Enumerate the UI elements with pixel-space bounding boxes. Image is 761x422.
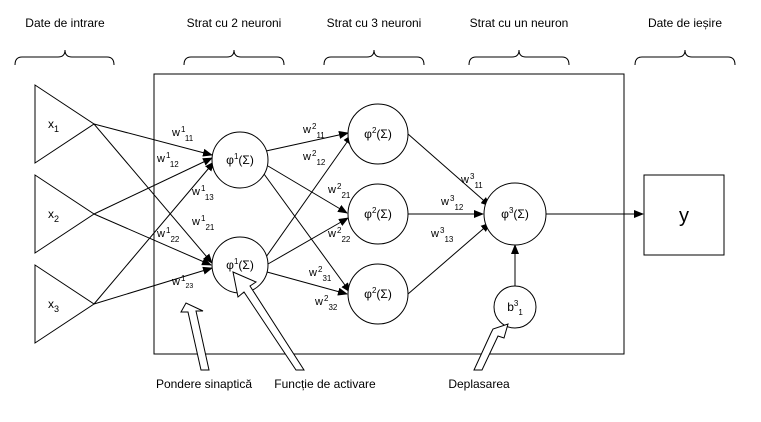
annotation-weight: Pondere sinaptică — [156, 377, 252, 391]
neuron-layer2-2-label: φ2(Σ) — [364, 206, 392, 221]
weight-label-w1-23: 123 — [181, 274, 193, 290]
header-layer-2: Strat cu 3 neuroni — [327, 16, 422, 30]
weight-label-w3-13: 313 — [440, 226, 454, 244]
header-output: Date de ieșire — [648, 16, 722, 30]
edges-layer1-to-layer2 — [263, 131, 353, 296]
edge-n11-n22 — [267, 165, 348, 214]
activation-annotation-arrow — [232, 271, 305, 371]
neuron-layer1-1-label: φ1(Σ) — [226, 152, 254, 167]
edge-x3-n12 — [93, 266, 213, 305]
neuron-layer1-1 — [211, 131, 269, 189]
neuron-layer2-1 — [347, 103, 409, 165]
header-layer-1: Strat cu 2 neuroni — [187, 16, 282, 30]
svg-text:w: w — [430, 228, 439, 240]
input-label-x1: x1 — [48, 117, 59, 134]
edge-n12-n23 — [266, 271, 348, 296]
edge-n23-n31 — [407, 222, 491, 295]
brace-layer-2 — [323, 49, 425, 66]
input-label-x2: x2 — [48, 207, 59, 224]
svg-text:w: w — [191, 216, 200, 228]
weight-label-w1-21: 121 — [201, 214, 215, 232]
svg-text:w: w — [460, 174, 469, 186]
annotation-activation: Funcție de activare — [274, 377, 376, 391]
weight-label-w3-11: 311 — [470, 172, 483, 190]
header-input: Date de intrare — [25, 16, 105, 30]
neuron-layer2-2 — [347, 183, 409, 245]
input-node-x1 — [34, 84, 95, 164]
svg-text:w: w — [302, 124, 311, 136]
input-node-x2 — [34, 174, 95, 254]
annotation-bias: Deplasarea — [448, 377, 510, 391]
edges-input-to-layer1 — [93, 123, 215, 305]
weight-label-w2-11: 211 — [312, 122, 325, 140]
edge-x1-n11 — [93, 123, 213, 157]
neuron-layer3-1-label: φ3(Σ) — [501, 206, 529, 221]
header-layer-3: Strat cu un neuron — [470, 16, 569, 30]
output-box — [643, 174, 725, 256]
weight-label-w1-13: 113 — [201, 184, 214, 202]
header-braces — [14, 49, 736, 66]
output-label: y — [679, 205, 689, 227]
edges-layer2-to-layer3 — [407, 133, 491, 295]
bias-node — [493, 285, 537, 329]
edge-x2-n12 — [93, 213, 212, 266]
neuron-layer2-1-label: φ2(Σ) — [364, 126, 392, 141]
brace-layer-1 — [183, 49, 285, 66]
svg-text:w: w — [440, 196, 449, 208]
svg-text:w: w — [191, 186, 200, 198]
weight-labels: 111 112 113 121 122 123 211 212 221 222 … — [166, 122, 483, 312]
svg-text:w: w — [327, 228, 336, 240]
weight-label-w1-22: 122 — [166, 226, 180, 244]
edge-x2-n11 — [93, 157, 213, 215]
edge-n12-n21 — [265, 134, 353, 258]
svg-text:w: w — [156, 153, 165, 165]
svg-text:w: w — [308, 267, 317, 279]
svg-text:w: w — [302, 151, 311, 163]
svg-text:w: w — [171, 276, 180, 288]
svg-text:w: w — [314, 296, 323, 308]
input-node-x3 — [34, 264, 95, 344]
brace-output — [634, 49, 736, 66]
edge-x1-n12 — [93, 123, 213, 264]
neuron-layer2-3 — [347, 263, 409, 325]
brace-input — [14, 49, 115, 66]
weight-label-w3-12: 312 — [450, 194, 464, 212]
weight-label-w2-21: 221 — [337, 182, 351, 200]
neuron-layer3-1 — [483, 182, 547, 246]
svg-text:w: w — [327, 184, 336, 196]
weight-label-w1-12: 112 — [166, 151, 179, 169]
weight-label-w1-11: 111 — [181, 125, 194, 143]
input-label-x3: x3 — [48, 297, 59, 314]
edge-n11-n21 — [265, 131, 349, 152]
bias-annotation-arrow — [473, 323, 509, 371]
weight-label-w2-12: 212 — [312, 149, 326, 167]
svg-text:w: w — [171, 127, 180, 139]
weight-label-w2-31: 231 — [318, 265, 332, 283]
edge-n21-n31 — [407, 133, 491, 207]
bias-label: b31 — [507, 299, 523, 317]
weight-base-glyphs: w w w w w w w w w w w w w w w — [156, 124, 469, 308]
brace-layer-3 — [468, 49, 570, 66]
neuron-layer1-2-label: φ1(Σ) — [226, 257, 254, 272]
weight-annotation-arrow — [180, 302, 210, 371]
svg-text:w: w — [156, 228, 165, 240]
edge-n12-n22 — [267, 217, 349, 265]
edge-x3-n11 — [93, 161, 215, 305]
weight-label-w2-22: 222 — [337, 226, 351, 244]
weight-label-w2-32: 232 — [324, 294, 338, 312]
neuron-layer2-3-label: φ2(Σ) — [364, 286, 392, 301]
edge-n11-n23 — [263, 173, 351, 293]
